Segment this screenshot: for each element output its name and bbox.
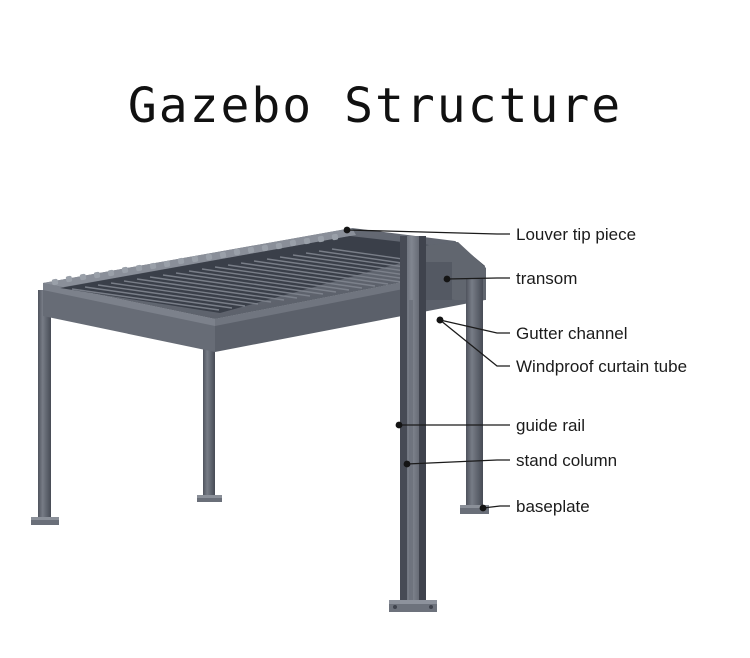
callout-label-baseplate: baseplate <box>516 497 590 516</box>
callout-dots <box>343 226 487 512</box>
leader-line-transom <box>446 277 510 280</box>
callout-dot-louver-tip-piece <box>343 226 351 234</box>
leader-line-windproof-curtain-tube <box>439 319 510 367</box>
callout-dot-stand-column <box>403 460 411 468</box>
callout-label-louver-tip-piece: Louver tip piece <box>516 225 637 244</box>
callout-dot-transom <box>443 275 451 283</box>
callout-label-transom: transom <box>516 269 578 288</box>
callout-leader-lines <box>346 229 510 509</box>
page-title: Gazebo Structure <box>127 78 623 134</box>
callout-label-gutter-channel: Gutter channel <box>516 324 628 343</box>
leader-line-gutter-channel <box>439 319 510 334</box>
stand-column <box>389 236 437 612</box>
post-right-rear <box>460 278 489 514</box>
leader-line-baseplate <box>482 505 510 509</box>
post-rear-left <box>31 290 59 525</box>
callout-label-guide-rail: guide rail <box>516 416 585 435</box>
baseplate <box>389 600 437 612</box>
callout-dot-guide-rail <box>395 421 403 429</box>
post-rear-right <box>197 323 222 502</box>
louver-tip-piece <box>51 233 339 286</box>
callout-label-stand-column: stand column <box>516 451 618 470</box>
guide-rail <box>409 300 413 600</box>
leader-line-louver-tip-piece <box>346 229 510 235</box>
callout-dot-windproof-curtain-tube <box>436 316 444 324</box>
callout-dot-baseplate <box>479 504 487 512</box>
leader-line-stand-column <box>406 459 510 465</box>
callout-label-windproof-curtain-tube: Windproof curtain tube <box>516 357 688 376</box>
